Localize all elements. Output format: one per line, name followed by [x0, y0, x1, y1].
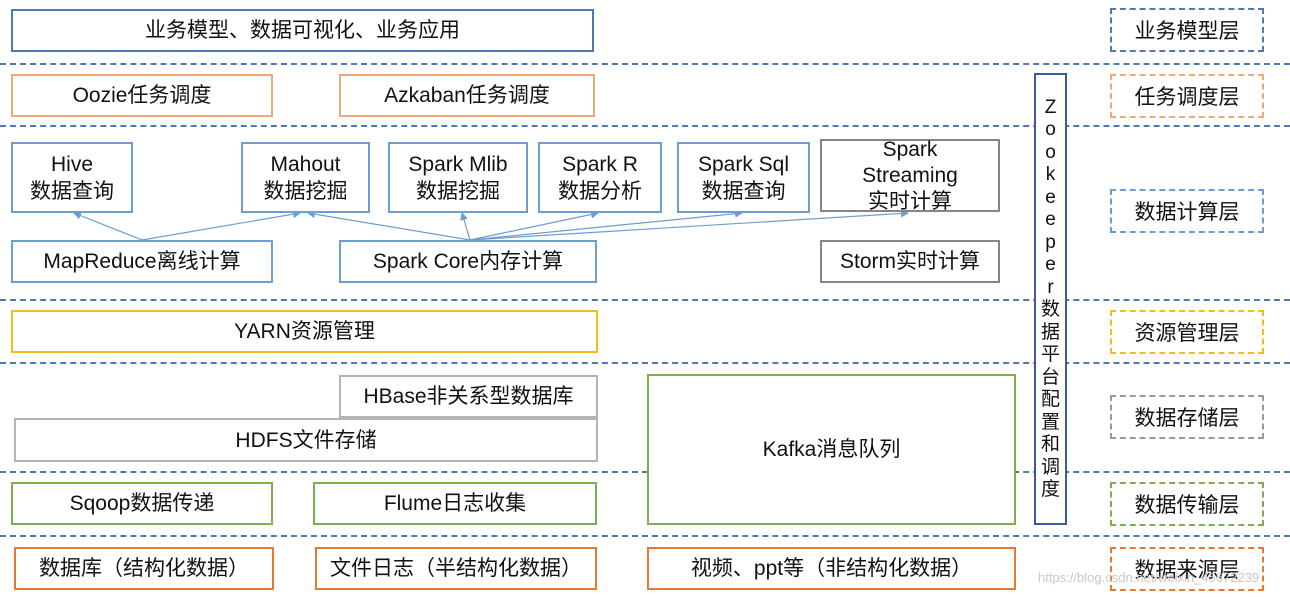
layer-separator: [0, 299, 1290, 301]
kafka-box: Kafka消息队列: [647, 374, 1016, 525]
spark-streaming-name-2: Streaming: [862, 163, 958, 187]
zookeeper-char: e: [1045, 186, 1056, 208]
hdfs-label: HDFS文件存储: [235, 428, 377, 452]
zookeeper-bar: Z o o k e e p e r 数 据 平 台 配 置 和 调 度: [1034, 73, 1067, 525]
layer-label-resource-text: 资源管理层: [1134, 322, 1240, 345]
flume-box: Flume日志收集: [313, 482, 597, 525]
yarn-label: YARN资源管理: [234, 320, 375, 343]
spark-mlib-desc: 数据挖掘: [416, 179, 500, 203]
spark-core-label: Spark Core内存计算: [372, 250, 564, 273]
database-source-box: 数据库（结构化数据）: [14, 547, 274, 590]
zookeeper-char: e: [1045, 209, 1056, 230]
mapreduce-box: MapReduce离线计算: [11, 240, 273, 283]
zookeeper-char: 据: [1040, 321, 1060, 343]
zookeeper-char: k: [1045, 164, 1056, 185]
zookeeper-char: e: [1045, 254, 1056, 275]
sqoop-label: Sqoop数据传递: [69, 492, 215, 515]
spark-mlib-box: Spark Mlib 数据挖掘: [388, 142, 528, 213]
zookeeper-char: p: [1045, 231, 1056, 253]
database-source-label: 数据库（结构化数据）: [39, 557, 249, 580]
spark-r-box: Spark R 数据分析: [538, 142, 662, 213]
arrow-mapreduce-hive: [73, 211, 143, 241]
zookeeper-char: 配: [1040, 389, 1060, 410]
layer-separator: [0, 362, 1290, 364]
oozie-label: Oozie任务调度: [72, 84, 212, 107]
azkaban-box: Azkaban任务调度: [339, 74, 595, 117]
zookeeper-char: Z: [1044, 96, 1057, 118]
layer-separator: [0, 125, 1290, 127]
spark-r-name: Spark R: [562, 152, 638, 176]
spark-streaming-desc: 实时计算: [868, 189, 952, 213]
zookeeper-char: 台: [1040, 366, 1060, 388]
hbase-label: HBase非关系型数据库: [363, 385, 574, 408]
layer-label-storage: 数据存储层: [1110, 395, 1264, 439]
mapreduce-label: MapReduce离线计算: [43, 250, 241, 273]
yarn-box: YARN资源管理: [11, 310, 598, 353]
layer-label-storage-text: 数据存储层: [1134, 407, 1240, 430]
layer-label-compute: 数据计算层: [1110, 189, 1264, 233]
hive-desc: 数据查询: [30, 179, 114, 203]
mahout-name: Mahout: [270, 152, 341, 176]
zookeeper-char: 和: [1040, 434, 1060, 455]
spark-streaming-name-1: Spark: [882, 137, 938, 161]
spark-mlib-name: Spark Mlib: [408, 152, 508, 176]
layer-separator: [0, 63, 1290, 65]
arrow-sparkcore-sparkr: [469, 210, 599, 241]
arrow-mapreduce-mahout: [141, 210, 301, 241]
zookeeper-char: o: [1045, 141, 1056, 163]
video-source-label: 视频、ppt等（非结构化数据）: [690, 557, 973, 580]
layer-label-resource: 资源管理层: [1110, 310, 1264, 354]
arrow-sparkcore-mlib: [460, 212, 471, 241]
hdfs-box: HDFS文件存储: [14, 418, 598, 462]
zookeeper-char: 调: [1040, 456, 1060, 478]
business-application-label: 业务模型、数据可视化、业务应用: [145, 19, 460, 42]
arrow-sparkcore-streaming: [469, 209, 909, 241]
layer-separator: [0, 535, 1290, 537]
flume-label: Flume日志收集: [383, 492, 527, 515]
zookeeper-char: r: [1047, 276, 1054, 298]
oozie-box: Oozie任务调度: [11, 74, 273, 117]
layer-label-business-text: 业务模型层: [1134, 20, 1240, 43]
storm-label: Storm实时计算: [839, 250, 980, 273]
layer-label-source: 数据来源层: [1110, 547, 1264, 591]
arrow-sparkcore-sparksql: [469, 209, 743, 241]
hbase-box: HBase非关系型数据库: [339, 375, 598, 418]
arrow-sparkcore-mahout: [307, 210, 471, 241]
azkaban-label: Azkaban任务调度: [384, 84, 550, 107]
watermark: https://blog.csdn.net/weixin_45672239: [1038, 570, 1260, 585]
hive-box: Hive 数据查询: [11, 142, 133, 213]
kafka-label: Kafka消息队列: [762, 438, 901, 461]
storm-box: Storm实时计算: [820, 240, 1000, 283]
zookeeper-char: 度: [1040, 479, 1060, 500]
mahout-box: Mahout 数据挖掘: [241, 142, 370, 213]
zookeeper-char: 平: [1040, 344, 1060, 365]
file-log-source-box: 文件日志（半结构化数据）: [315, 547, 597, 590]
spark-core-box: Spark Core内存计算: [339, 240, 597, 283]
layer-label-source-text: 数据来源层: [1134, 559, 1240, 582]
spark-sql-name: Spark Sql: [697, 152, 790, 176]
mahout-desc: 数据挖掘: [263, 179, 348, 203]
layer-label-transport-text: 数据传输层: [1134, 494, 1240, 517]
business-application-box: 业务模型、数据可视化、业务应用: [11, 9, 594, 52]
zookeeper-char: o: [1045, 119, 1056, 140]
spark-streaming-box: Spark Streaming 实时计算: [820, 137, 1000, 213]
zookeeper-char: 置: [1040, 411, 1060, 433]
layer-label-transport: 数据传输层: [1110, 482, 1264, 526]
spark-r-desc: 数据分析: [558, 179, 642, 203]
layer-label-scheduling: 任务调度层: [1110, 74, 1264, 118]
zookeeper-char: 数: [1040, 299, 1060, 320]
layer-separator: [0, 471, 1290, 473]
hive-name: Hive: [50, 152, 93, 176]
layer-label-business: 业务模型层: [1110, 8, 1264, 52]
layer-label-scheduling-text: 任务调度层: [1134, 86, 1240, 109]
sqoop-box: Sqoop数据传递: [11, 482, 273, 525]
video-source-box: 视频、ppt等（非结构化数据）: [647, 547, 1016, 590]
spark-sql-box: Spark Sql 数据查询: [677, 142, 810, 213]
layer-label-compute-text: 数据计算层: [1134, 201, 1240, 224]
file-log-source-label: 文件日志（半结构化数据）: [330, 557, 582, 580]
spark-sql-desc: 数据查询: [701, 179, 786, 203]
